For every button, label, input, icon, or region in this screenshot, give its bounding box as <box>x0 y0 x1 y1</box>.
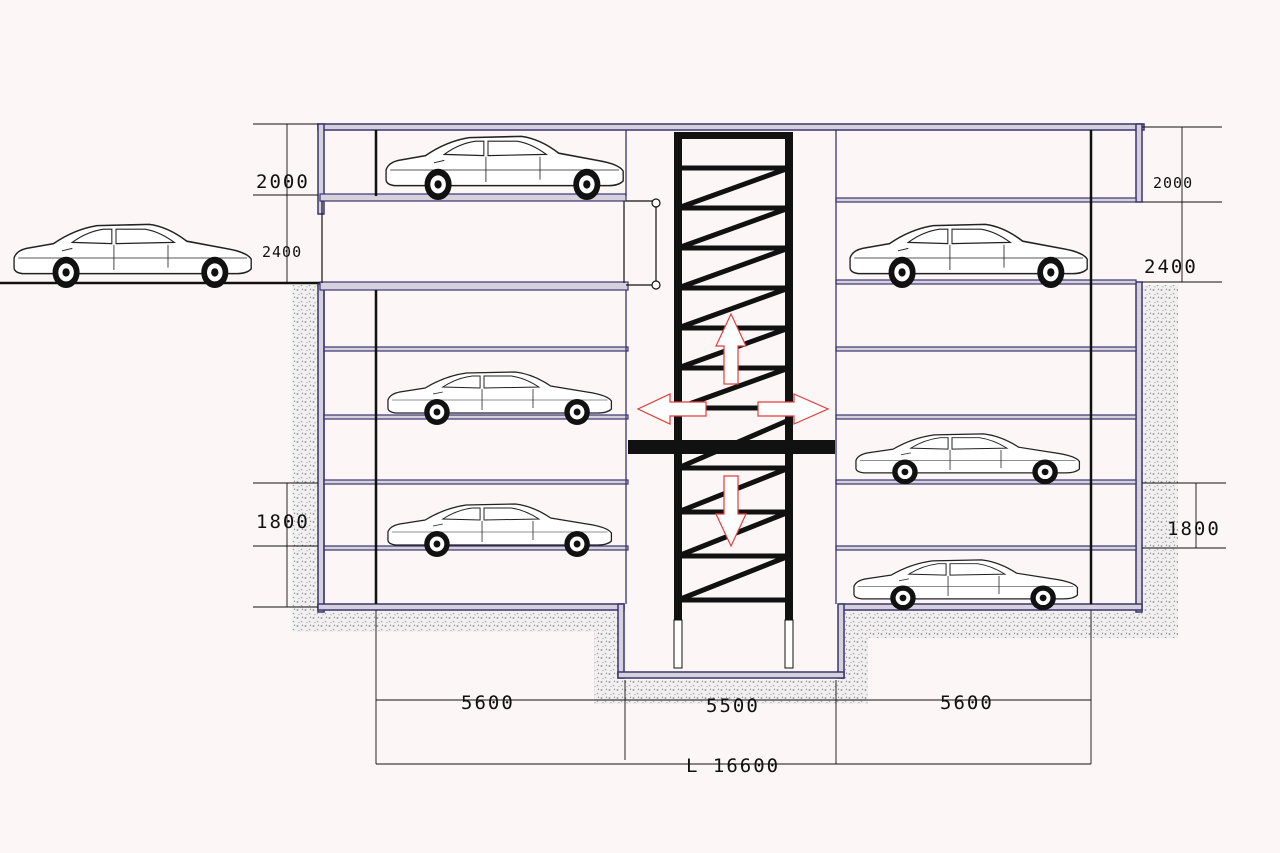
dim-lower-floor-right: 1800 <box>1167 518 1221 540</box>
car-icon <box>855 433 1081 485</box>
dim-total-length: L 16600 <box>686 755 780 777</box>
dim-lower-floor-left: 1800 <box>256 511 310 533</box>
car-icon <box>849 223 1088 289</box>
dim-bay-left: 5600 <box>461 692 515 714</box>
dim-top-floor-right: 2000 <box>1153 174 1193 192</box>
car-icon <box>13 223 252 289</box>
column-lines <box>374 130 1093 604</box>
entrance-door <box>321 198 661 290</box>
dim-bay-right: 5600 <box>940 692 994 714</box>
bay-partitions <box>323 130 837 604</box>
car-icon <box>853 559 1079 611</box>
down-arrow-icon <box>715 475 747 548</box>
left-bay-slabs <box>319 193 629 551</box>
car-icon <box>385 135 624 201</box>
right-arrow-icon <box>757 393 830 425</box>
dim-entrance-right: 2400 <box>1144 256 1198 278</box>
up-arrow-icon <box>715 312 747 385</box>
left-arrow-icon <box>636 393 707 425</box>
dim-top-floor-left: 2000 <box>256 171 310 193</box>
dimension-lines <box>253 123 1226 765</box>
dim-entrance-left: 2400 <box>262 243 302 261</box>
dim-shaft: 5500 <box>706 695 760 717</box>
